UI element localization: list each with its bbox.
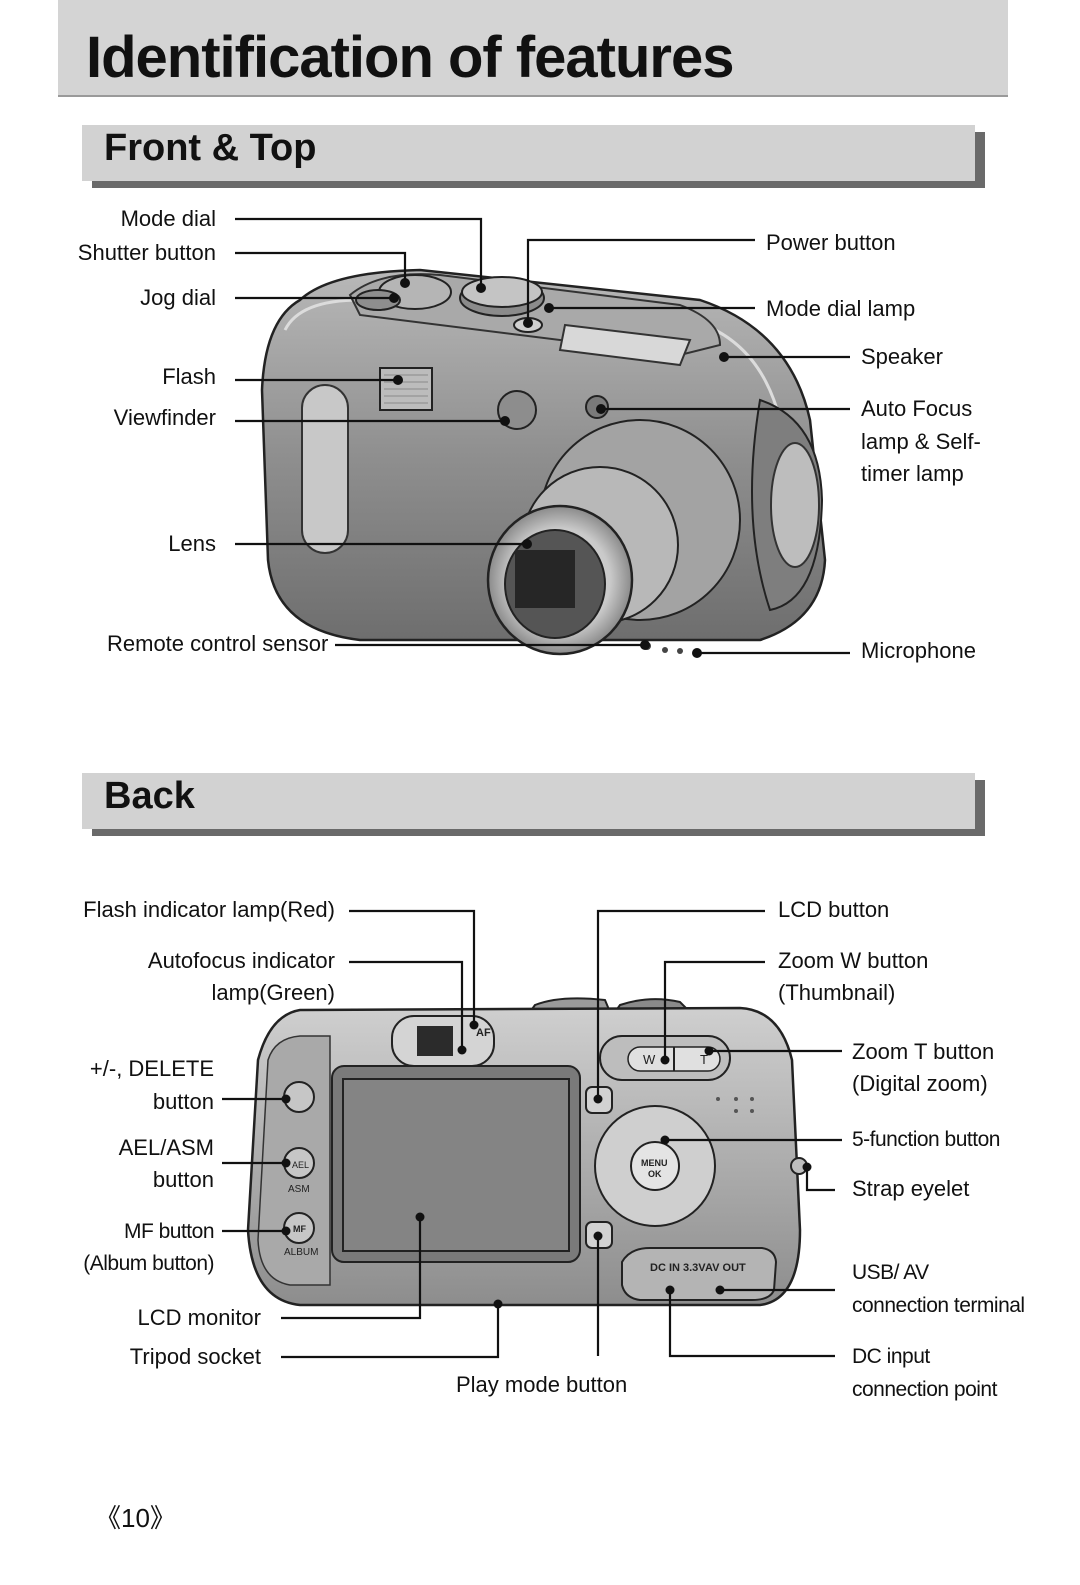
label-strap-eyelet: Strap eyelet <box>852 1176 970 1201</box>
label-mode-dial: Mode dial <box>120 206 216 231</box>
front-leader-dots <box>389 278 729 658</box>
label-shutter-button: Shutter button <box>77 240 216 265</box>
label-mode-dial-lamp: Mode dial lamp <box>766 296 916 321</box>
w-marking: W <box>643 1052 656 1067</box>
label-tripod-socket: Tripod socket <box>129 1344 261 1369</box>
label-autofocus-indicator: Autofocus indicator <box>147 948 335 973</box>
label-power-button: Power button <box>766 230 896 255</box>
label-zoom-t-button: Zoom T button <box>852 1039 995 1064</box>
label-ael-asm-button: AEL/ASM <box>118 1135 214 1160</box>
album-marking: ALBUM <box>284 1247 318 1258</box>
label-delete-button: +/-, DELETE <box>89 1056 214 1081</box>
label-usb-av-terminal: connection terminal <box>852 1294 1025 1317</box>
af-marking: AF <box>476 1027 491 1039</box>
page-number: 《10》 <box>95 1503 176 1533</box>
front-camera <box>260 268 827 656</box>
label-lens: Lens <box>168 531 216 556</box>
av-out-marking: AV OUT <box>705 1262 746 1274</box>
back-leader-lines <box>222 909 842 1359</box>
mf-marking: MF <box>293 1224 306 1234</box>
label-lcd-monitor: LCD monitor <box>137 1305 261 1330</box>
front-leader-lines <box>235 217 850 655</box>
menu-marking: MENU <box>641 1158 668 1168</box>
dc-in-marking: DC IN 3.3V <box>650 1262 706 1274</box>
label-delete-button: button <box>152 1089 214 1114</box>
section-back: Back <box>82 773 975 829</box>
label-dc-input: connection point <box>852 1378 997 1401</box>
t-marking: T <box>700 1052 708 1067</box>
label-mf-button: MF button <box>123 1220 215 1243</box>
label-auto-focus: lamp & Self- <box>861 429 981 454</box>
label-lcd-button: LCD button <box>778 897 890 922</box>
label-auto-focus: Auto Focus <box>861 396 973 421</box>
asm-marking: ASM <box>288 1184 310 1195</box>
label-usb-av-terminal: USB/ AV <box>852 1261 929 1284</box>
section-front-top: Front & Top <box>82 125 975 181</box>
back-leader-dots <box>281 1020 812 1309</box>
label-mf-button: (Album button) <box>83 1252 214 1275</box>
section-heading: Back <box>104 775 195 817</box>
label-jog-dial: Jog dial <box>140 285 216 310</box>
label-autofocus-indicator: lamp(Green) <box>211 980 335 1005</box>
label-zoom-w-button: Zoom W button <box>778 948 929 973</box>
label-zoom-w-button: (Thumbnail) <box>778 980 896 1005</box>
label-play-mode-button: Play mode button <box>456 1372 628 1397</box>
label-speaker: Speaker <box>861 344 943 369</box>
label-dc-input: DC input <box>852 1345 930 1368</box>
label-remote-control-sensor: Remote control sensor <box>107 631 329 656</box>
label-ael-asm-button: button <box>152 1167 214 1192</box>
label-zoom-t-button: (Digital zoom) <box>852 1071 988 1096</box>
label-microphone: Microphone <box>861 638 976 663</box>
label-viewfinder: Viewfinder <box>113 405 216 430</box>
label-auto-focus: timer lamp <box>861 461 964 486</box>
label-flash: Flash <box>162 364 216 389</box>
section-heading: Front & Top <box>104 127 317 169</box>
label-flash-indicator-lamp: Flash indicator lamp(Red) <box>83 897 335 922</box>
page-title-bar: Identification of features <box>58 0 1008 97</box>
ael-marking: AEL <box>292 1160 309 1170</box>
back-camera-markings: AF AEL ASM MF ALBUM MENU OK W T DC IN 3.… <box>284 1027 746 1274</box>
page-title: Identification of features <box>86 25 735 90</box>
label-five-function-button: 5-function button <box>852 1128 1000 1151</box>
back-camera <box>246 997 808 1307</box>
ok-marking: OK <box>648 1169 662 1179</box>
